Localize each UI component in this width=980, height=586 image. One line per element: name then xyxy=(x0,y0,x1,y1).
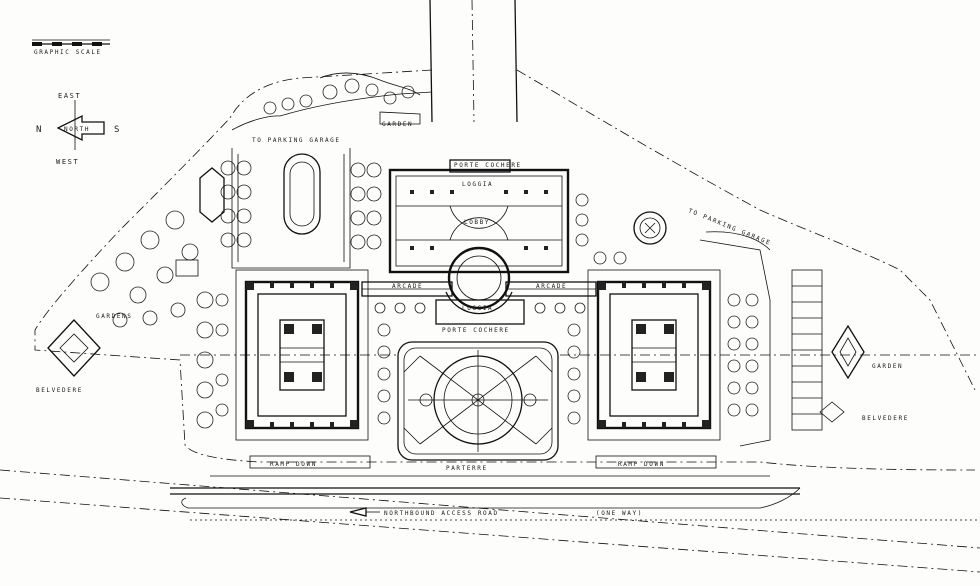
access-road-label: NORTHBOUND ACCESS ROAD (ONE WAY) xyxy=(349,507,643,517)
belvedere-right-pavilion: GARDEN BELVEDERE xyxy=(819,324,909,423)
label-arcade-left: ARCADE xyxy=(392,283,423,290)
label-garden-right: GARDEN xyxy=(872,363,903,370)
graphic-scale: GRAPHIC SCALE xyxy=(32,39,110,56)
central-lobby-block: PORTE COCHERE LOGGIA LOBBY xyxy=(388,159,570,274)
arcade-band: ARCADE ARCADE xyxy=(361,281,597,314)
label-belvedere-right: BELVEDERE xyxy=(862,415,909,422)
label-porte-cochere-top: PORTE COCHERE xyxy=(454,162,522,169)
site-boundary xyxy=(34,69,976,471)
left-wing xyxy=(180,269,400,441)
label-access-road: NORTHBOUND ACCESS ROAD xyxy=(384,510,499,517)
garden-trees-left xyxy=(90,210,214,429)
label-to-parking-garage-right: TO PARKING GARAGE xyxy=(687,207,772,247)
label-loggia-center: LOGGIA xyxy=(462,305,493,312)
right-parking-rows xyxy=(791,269,823,431)
label-porte-cochere-center: PORTE COCHERE xyxy=(442,327,510,334)
label-belvedere-left: BELVEDERE xyxy=(36,387,83,394)
parterre: PARTERRE xyxy=(397,341,559,472)
label-parterre: PARTERRE xyxy=(446,465,488,472)
belvedere-left-pavilion: BELVEDERE GARDENS xyxy=(36,313,133,394)
label-gardens-left: GARDENS xyxy=(96,313,133,320)
compass-rose: EAST WEST N S NORTH xyxy=(36,92,121,166)
left-octagon-pavilion xyxy=(175,167,225,277)
label-to-parking-garage-left: TO PARKING GARAGE xyxy=(252,137,341,144)
center-loggia: LOGGIA PORTE COCHERE xyxy=(435,299,525,334)
compass-n: N xyxy=(36,125,43,135)
access-road-lines xyxy=(0,469,980,573)
compass-east: EAST xyxy=(58,92,81,100)
label-one-way: (ONE WAY) xyxy=(596,510,643,517)
label-ramp-down-left: RAMP DOWN xyxy=(270,461,317,468)
scale-label: GRAPHIC SCALE xyxy=(34,49,102,56)
right-wing xyxy=(560,269,980,441)
label-arcade-right: ARCADE xyxy=(536,283,567,290)
label-lobby: LOBBY xyxy=(464,219,490,226)
compass-north-arrow: NORTH xyxy=(64,126,90,133)
left-forecourt: TO PARKING GARAGE GARDEN xyxy=(220,121,413,269)
label-ramp-down-right: RAMP DOWN xyxy=(618,461,665,468)
rotunda xyxy=(445,246,513,315)
compass-s: S xyxy=(114,125,121,135)
compass-west: WEST xyxy=(56,158,79,166)
north-road xyxy=(429,0,518,123)
label-loggia-top: LOGGIA xyxy=(462,181,493,188)
garden-trees-top xyxy=(263,72,421,125)
label-garden-top: GARDEN xyxy=(382,121,413,128)
ramps: RAMP DOWN RAMP DOWN xyxy=(249,455,717,469)
